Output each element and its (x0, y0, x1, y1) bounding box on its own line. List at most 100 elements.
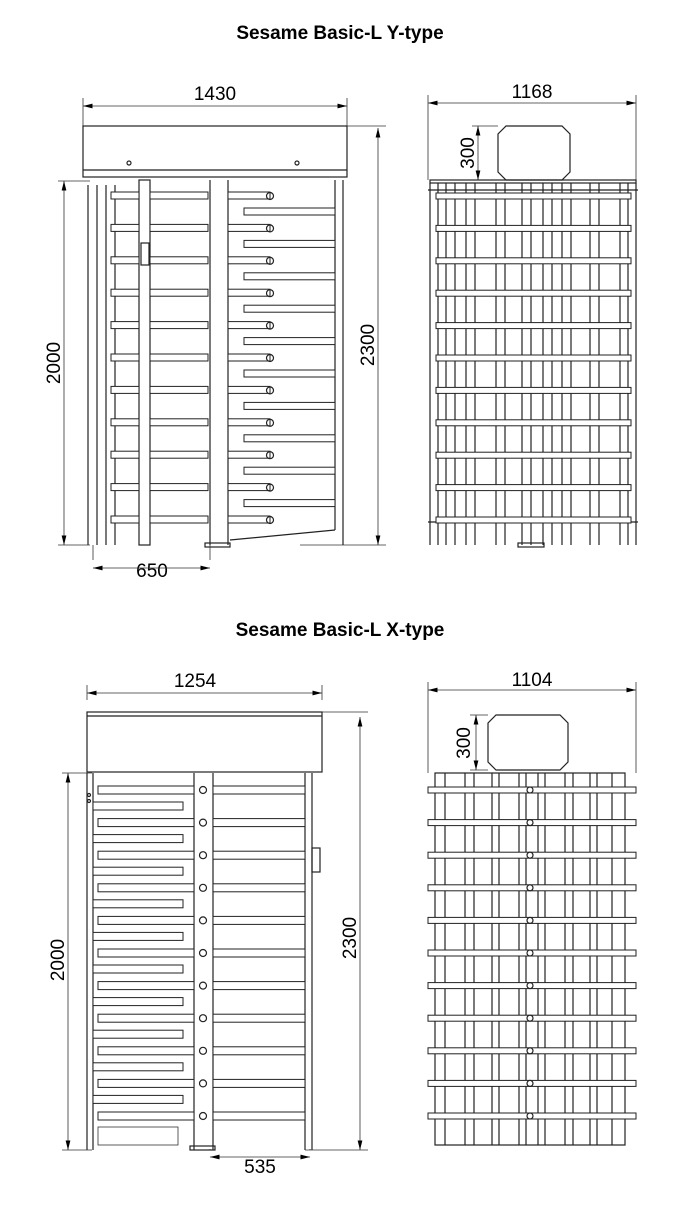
y-side-arm (435, 224, 632, 232)
x-front-arm (212, 948, 306, 958)
x-side-width-label: 1104 (512, 670, 553, 691)
x-side-arm-end (526, 851, 534, 859)
y-front-height-label: 2000 (44, 342, 65, 384)
x-front-arm (212, 1078, 306, 1088)
y-front-arm-end (265, 483, 275, 492)
y-side-head (497, 125, 571, 181)
x-front-arm (92, 834, 184, 844)
y-front-arm-end (265, 418, 275, 427)
y-side-arm (435, 516, 632, 524)
x-front-arm (92, 801, 184, 811)
x-front-arm (212, 883, 306, 893)
x-front-passage-label: 535 (244, 1157, 276, 1178)
x-front-dot (86, 792, 92, 798)
x-front-arm (212, 1013, 306, 1023)
x-front-arm-end (198, 851, 208, 860)
x-side-frame (434, 772, 626, 1146)
x-front-arm-end (198, 1079, 208, 1088)
y-front-arm (243, 401, 336, 410)
y-front-arm (227, 223, 271, 232)
y-front-arm (243, 272, 336, 281)
y-front-arm (110, 191, 140, 200)
x-front-arm-end (198, 948, 208, 958)
y-front-arm-end (265, 224, 275, 233)
y-front-arm (243, 466, 336, 475)
x-front-arm (97, 850, 195, 860)
x-side-arm (427, 819, 637, 827)
y-front-arm (149, 450, 209, 459)
y-front-arm (243, 434, 336, 443)
x-front-ramp (97, 1126, 179, 1146)
y-side-width-label: 1168 (512, 82, 553, 103)
x-side-head-label: 300 (454, 727, 475, 759)
x-side-arm-end (526, 818, 534, 827)
x-side-arm (427, 982, 637, 990)
y-side-top (429, 179, 637, 184)
y-front-arm (243, 369, 336, 378)
y-front-arm (243, 499, 336, 508)
x-front-arm-end (198, 785, 208, 795)
line (229, 529, 336, 541)
y-side-arm (435, 484, 632, 492)
x-front-arm (97, 1111, 195, 1121)
y-front-arm (110, 515, 140, 524)
y-front-post (138, 179, 151, 546)
x-side-arm (427, 1047, 637, 1055)
title-x-type: Sesame Basic-L X-type (236, 620, 445, 641)
x-front-arm (212, 915, 306, 925)
x-front-arm (92, 964, 184, 974)
x-front-arm (92, 899, 184, 909)
y-front-header-dot (126, 160, 132, 166)
y-front-arm (227, 321, 271, 330)
x-front-arm (92, 997, 184, 1007)
y-front-arm-end (265, 515, 275, 525)
y-front-arm (149, 353, 209, 362)
x-front-arm (212, 1046, 306, 1056)
x-side-arm-end (526, 916, 534, 925)
y-front-arm (149, 515, 209, 524)
x-side-arm-end (526, 786, 534, 794)
y-front-header-dot (294, 160, 300, 166)
x-front-arm-end (198, 981, 208, 990)
drawing-geometry (58, 95, 638, 1160)
y-front-arm (227, 288, 271, 297)
y-front-arm (227, 353, 271, 362)
x-front-arm (92, 1094, 184, 1104)
y-front-arm (110, 418, 140, 427)
y-front-arm (149, 288, 209, 297)
x-front-arm (92, 866, 184, 876)
x-side-arm (427, 851, 637, 859)
x-front-arm-end (198, 1111, 208, 1121)
x-front-arm (212, 981, 306, 991)
y-front-arm-end (265, 321, 275, 330)
y-front-arm-end (265, 256, 275, 265)
title-y-type: Sesame Basic-L Y-type (236, 23, 443, 44)
x-front-arm (97, 948, 195, 958)
y-front-arm-end (265, 289, 275, 298)
y-front-arm (110, 450, 140, 459)
y-front-arm-end (265, 191, 275, 201)
y-front-arm (243, 239, 336, 248)
x-side-arm (427, 884, 637, 892)
y-front-arm (227, 418, 271, 427)
y-front-arm (243, 337, 336, 346)
y-side-arm (435, 386, 632, 394)
y-front-arm (110, 223, 140, 232)
y-side-arm (435, 257, 632, 265)
x-side-arm-end (526, 884, 534, 892)
x-front-arm (97, 1078, 195, 1088)
x-front-dot (86, 798, 92, 804)
y-front-card-reader (140, 242, 150, 266)
y-front-arm (110, 321, 140, 330)
x-front-total-height-label: 2300 (340, 917, 361, 959)
y-front-arm (227, 191, 271, 200)
x-front-arm (212, 818, 306, 828)
x-side-arm (427, 1079, 637, 1087)
x-front-arm-end (198, 916, 208, 925)
x-front-arm-end (198, 883, 208, 892)
x-side-head (487, 714, 569, 771)
x-front-arm (97, 1013, 195, 1023)
x-side-arm (427, 1112, 637, 1120)
x-front-foot (189, 1145, 216, 1151)
